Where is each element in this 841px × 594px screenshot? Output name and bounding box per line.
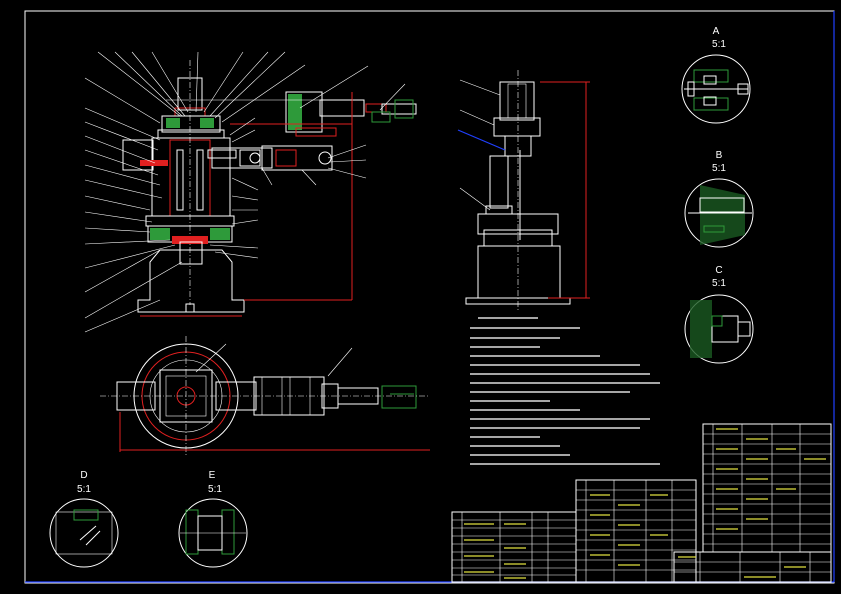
technical-notes	[470, 317, 660, 465]
detail-c-letter: C	[715, 265, 722, 276]
detail-view-e: E 5:1	[178, 470, 248, 568]
detail-e-letter: E	[209, 470, 216, 481]
parts-list-left	[451, 511, 577, 583]
detail-a-scale: 5:1	[712, 39, 726, 50]
detail-view-d: D 5:1	[49, 470, 119, 568]
detail-c-scale: 5:1	[712, 278, 726, 289]
detail-b-scale: 5:1	[712, 163, 726, 174]
detail-b-letter: B	[716, 150, 723, 161]
title-block	[673, 551, 832, 583]
detail-view-a: A 5:1	[681, 26, 751, 124]
detail-view-c: C 5:1	[684, 265, 754, 364]
balloon-leaders-left	[84, 51, 406, 333]
top-plan-view	[100, 336, 430, 456]
detail-d-scale: 5:1	[77, 484, 91, 495]
front-section-view	[122, 60, 417, 317]
side-view	[457, 70, 590, 310]
detail-d-letter: D	[80, 470, 87, 481]
parts-list-middle	[575, 479, 697, 583]
detail-a-letter: A	[713, 26, 720, 37]
parts-list-right	[702, 423, 832, 553]
balloon-leaders-mid	[209, 117, 367, 259]
detail-view-b: B 5:1	[684, 150, 754, 248]
detail-e-scale: 5:1	[208, 484, 222, 495]
